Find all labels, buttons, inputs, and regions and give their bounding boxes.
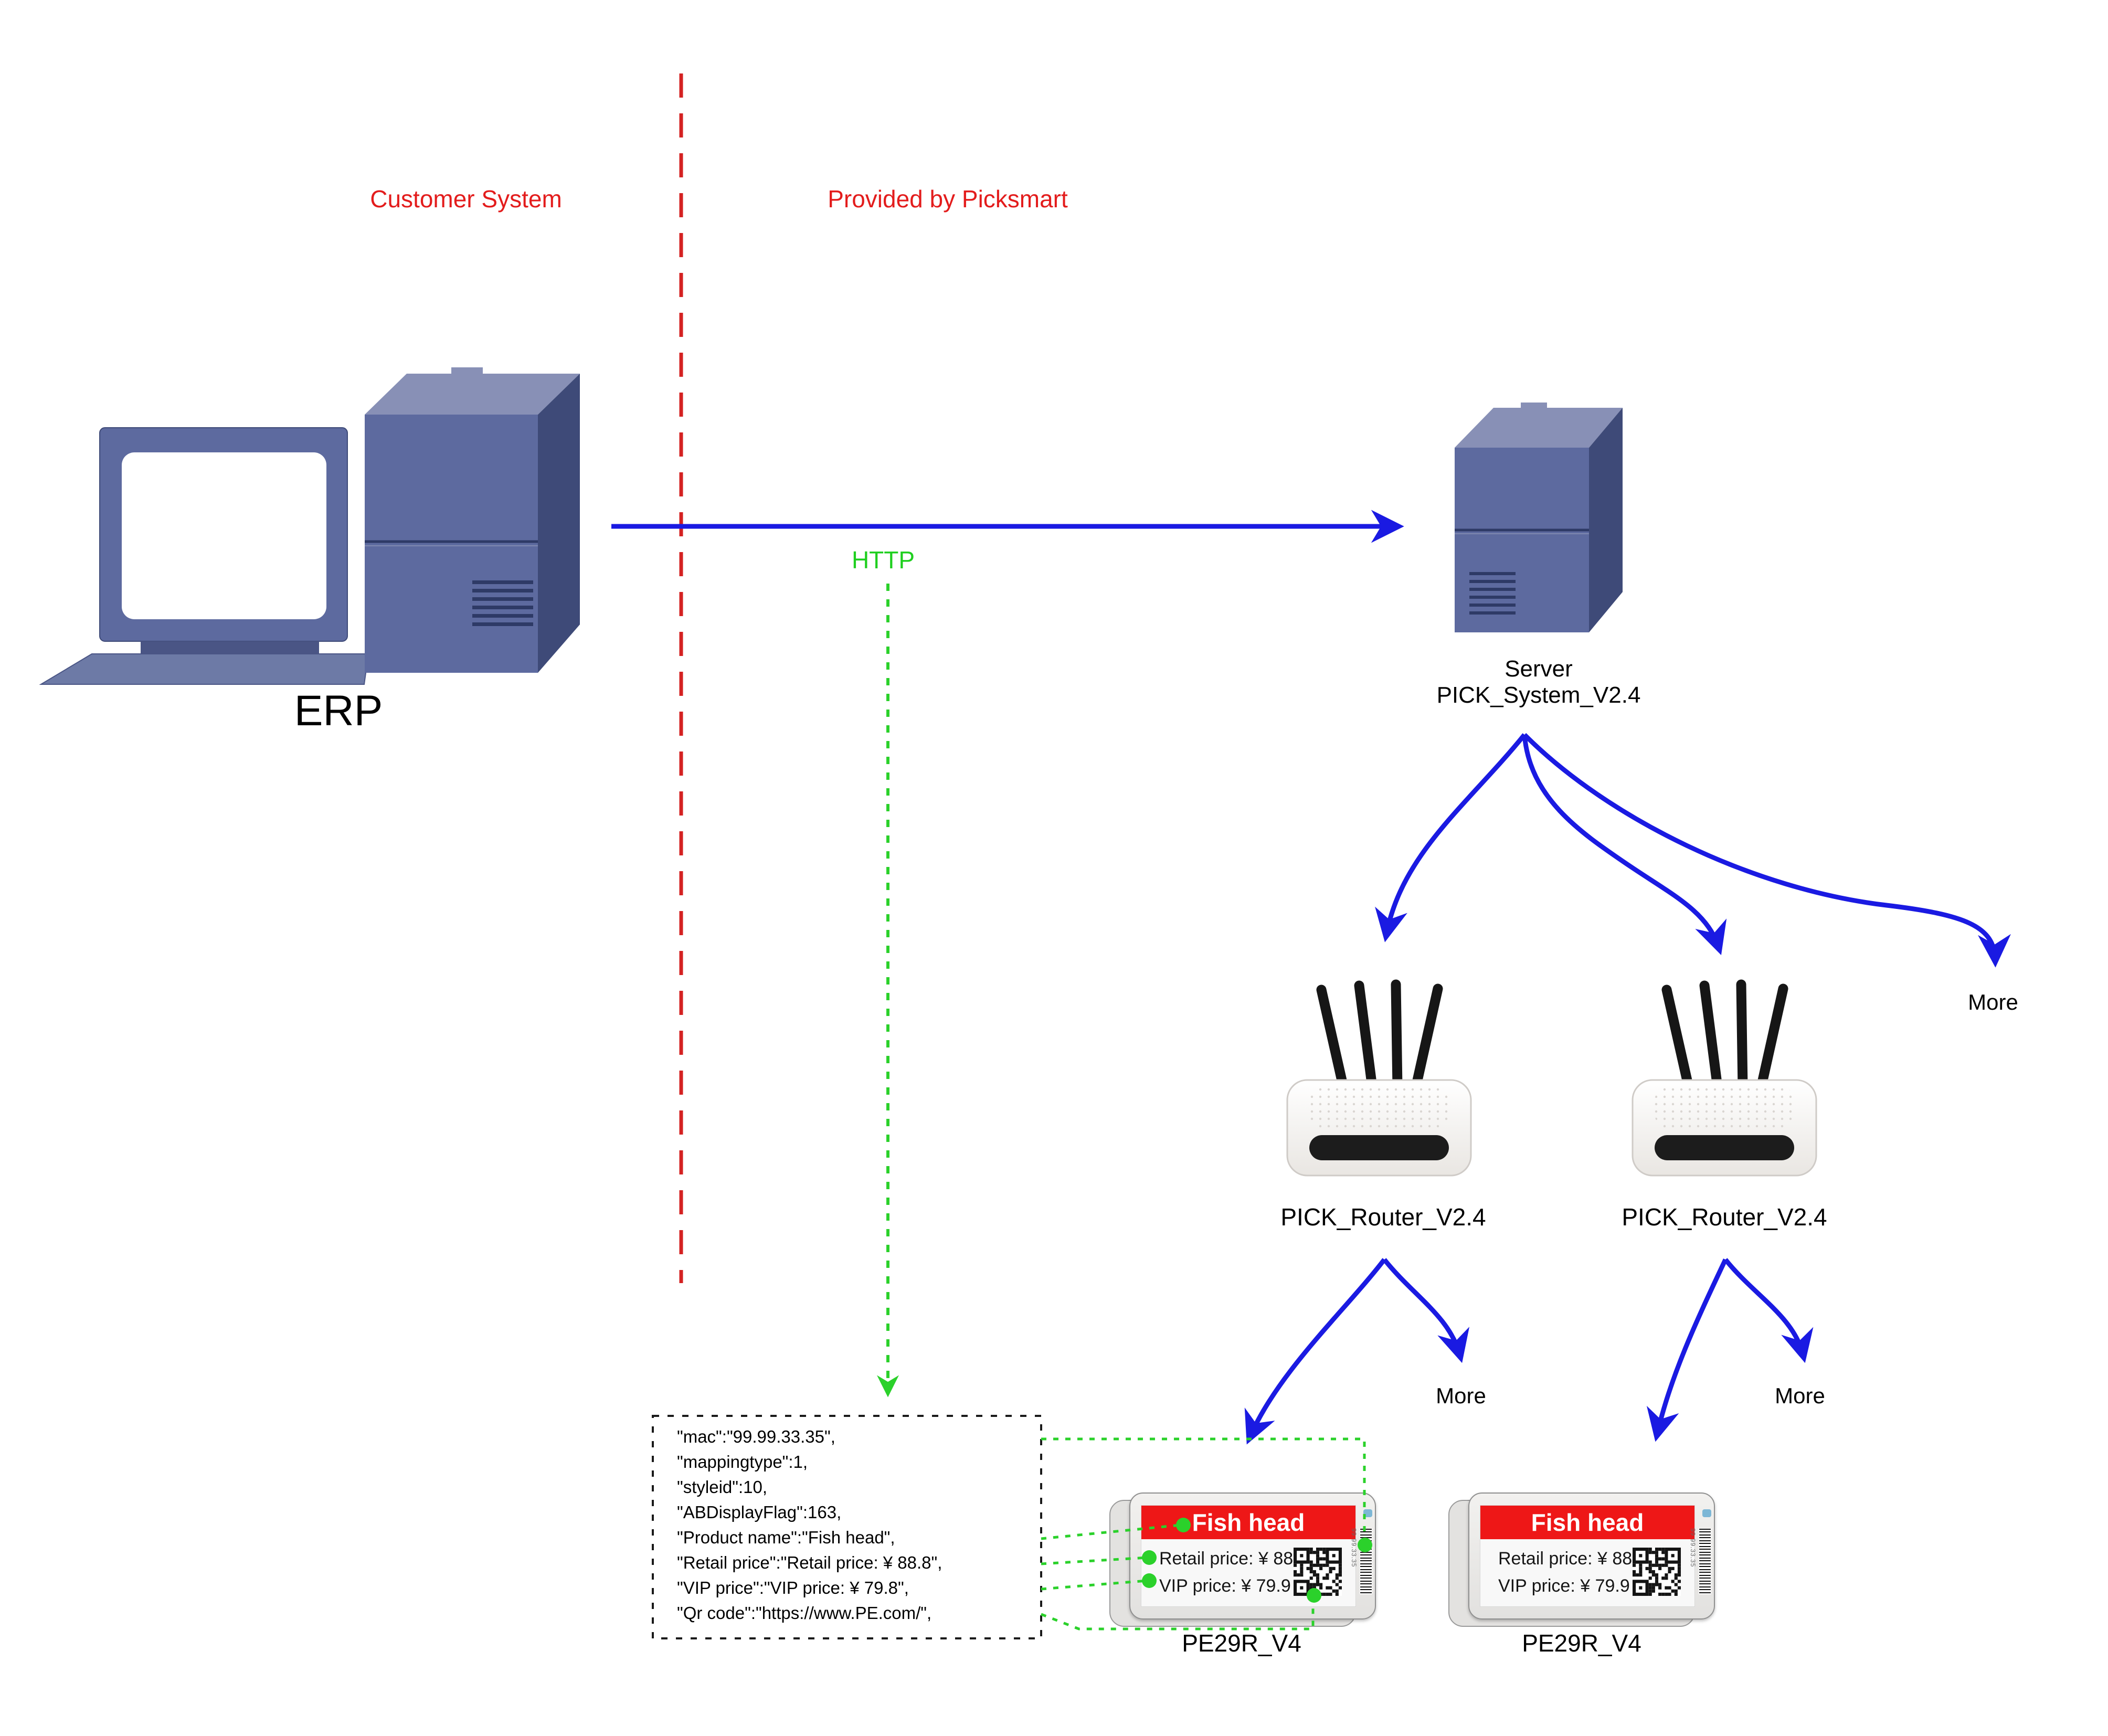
server-label-line1: Server [1505,656,1573,682]
esl-title-bar: Fish head [1480,1506,1694,1539]
server-to-router2-arrow [1522,734,1727,955]
blue-arrows [611,510,2011,1445]
router1-to-esl-arrow [1244,1258,1386,1445]
esl-mac-text: 99.99.33.35 [1350,1528,1358,1568]
payload-line: "mac":"99.99.33.35", [677,1427,835,1446]
esl-product-title: Fish head [1531,1509,1644,1536]
esl-led-button [1363,1509,1372,1517]
esl1-model-label: PE29R_V4 [1182,1629,1301,1657]
esl-mac-text: 99.99.33.35 [1689,1528,1697,1568]
router1-to-more-arrow [1382,1258,1470,1363]
server-label: Server PICK_System_V2.4 [1407,656,1670,708]
router1-label: PICK_Router_V2.4 [1280,1203,1486,1231]
router2-to-more-arrow [1723,1258,1814,1363]
erp-label: ERP [294,687,383,735]
router2-icon [1632,979,1817,1177]
esl-device-2: Fish head Retail price: ¥ 88.8 VIP price… [1448,1492,1715,1627]
payload-line: "Qr code":"https://www.PE.com/", [677,1603,932,1623]
more-left-label: More [1436,1383,1486,1408]
more-right-label: More [1775,1383,1825,1408]
server-to-router1-arrow [1375,733,1527,943]
esl-front-card: Fish head Retail price: ¥ 88.8 VIP price… [1129,1492,1376,1619]
payload-line: "styleid":10, [677,1477,768,1497]
router2-label: PICK_Router_V2.4 [1622,1203,1827,1231]
qr-code [1294,1548,1342,1596]
esl-vip-price: VIP price: ¥ 79.9 [1159,1576,1291,1596]
server-icon [1455,403,1623,632]
esl-retail-price: Retail price: ¥ 88.8 [1498,1549,1647,1569]
payload-line: "mappingtype":1, [677,1452,808,1472]
esl-product-title: Fish head [1192,1509,1305,1536]
router1-icon [1286,979,1472,1177]
http-label: HTTP [851,546,915,574]
esl-vip-price: VIP price: ¥ 79.9 [1498,1576,1630,1596]
esl-screen: Fish head Retail price: ¥ 88.8 VIP price… [1480,1505,1695,1607]
esl-barcode [1699,1528,1711,1594]
payload-line: "Product name":"Fish head", [677,1528,895,1547]
esl-led-button [1702,1509,1711,1517]
esl-device-1: Fish head Retail price: ¥ 88.8 VIP price… [1109,1492,1376,1627]
payload-line: "ABDisplayFlag":163, [677,1502,842,1522]
payload-line: "VIP price":"VIP price: ¥ 79.8", [677,1578,909,1597]
router2-to-esl-arrow [1646,1258,1728,1442]
provided-by-picksmart-label: Provided by Picksmart [828,185,1068,213]
esl-screen: Fish head Retail price: ¥ 88.8 VIP price… [1141,1505,1356,1607]
server-label-line2: PICK_System_V2.4 [1436,682,1641,708]
server-to-more-arrow [1522,733,2011,968]
esl-retail-price: Retail price: ¥ 88.8 [1159,1549,1308,1569]
more-top-label: More [1968,990,2018,1014]
payload-json-text: "mac":"99.99.33.35", "mappingtype":1, "s… [677,1424,942,1626]
esl-title-bar: Fish head [1141,1506,1355,1539]
esl2-model-label: PE29R_V4 [1522,1629,1641,1657]
erp-computer-icon [39,367,580,685]
esl-barcode [1360,1528,1372,1594]
qr-code [1633,1548,1681,1596]
payload-line: "Retail price":"Retail price: ¥ 88.8", [677,1553,942,1572]
esl-front-card: Fish head Retail price: ¥ 88.8 VIP price… [1468,1492,1715,1619]
customer-system-label: Customer System [370,185,562,213]
